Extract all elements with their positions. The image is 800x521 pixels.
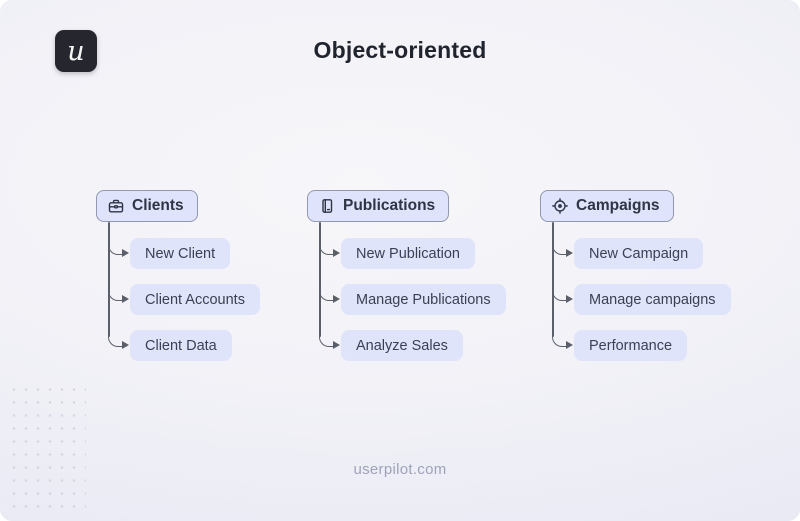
- userpilot-logo: u: [55, 30, 97, 72]
- node-label: New Publication: [341, 238, 475, 269]
- node-label: Client Accounts: [130, 284, 260, 315]
- node-label: Manage Publications: [341, 284, 506, 315]
- node-label: New Client: [130, 238, 231, 269]
- connector-line: [319, 222, 321, 337]
- tree-publications: Publications New Publication Manage Publ…: [307, 190, 506, 376]
- node-label: Client Data: [130, 330, 232, 361]
- node-label: Manage campaigns: [574, 284, 731, 315]
- page-title: Object-oriented: [313, 37, 487, 63]
- connector-line: [108, 222, 110, 337]
- briefcase-icon: [108, 198, 124, 214]
- logo-letter: u: [67, 35, 85, 67]
- node-label: Performance: [574, 330, 688, 361]
- website-url: userpilot.com: [353, 461, 447, 478]
- node-client-accounts: Client Accounts: [108, 284, 260, 315]
- node-analyze-sales: Analyze Sales: [319, 330, 463, 361]
- node-campaigns: Campaigns: [540, 190, 674, 222]
- node-label: Publications: [343, 197, 436, 214]
- node-new-publication: New Publication: [319, 238, 475, 269]
- tree-campaigns: Campaigns New Campaign Manage campaigns …: [540, 190, 731, 376]
- node-performance: Performance: [551, 330, 688, 361]
- node-manage-publications: Manage Publications: [319, 284, 506, 315]
- node-label: Clients: [132, 197, 184, 214]
- node-clients: Clients: [96, 190, 198, 222]
- node-label: Analyze Sales: [341, 330, 463, 361]
- node-new-client: New Client: [107, 238, 231, 269]
- node-manage-campaigns: Manage campaigns: [552, 284, 731, 315]
- node-label: Campaigns: [576, 197, 660, 214]
- node-publications: Publications: [307, 190, 450, 222]
- book-icon: [319, 198, 335, 214]
- target-icon: [552, 198, 568, 214]
- tree-clients: Clients New Client Client Accounts Clien…: [96, 190, 260, 376]
- node-label: New Campaign: [574, 238, 704, 269]
- node-client-data: Client Data: [108, 330, 232, 361]
- node-new-campaign: New Campaign: [551, 238, 704, 269]
- connector-line: [552, 222, 554, 337]
- dot-texture: [8, 383, 86, 511]
